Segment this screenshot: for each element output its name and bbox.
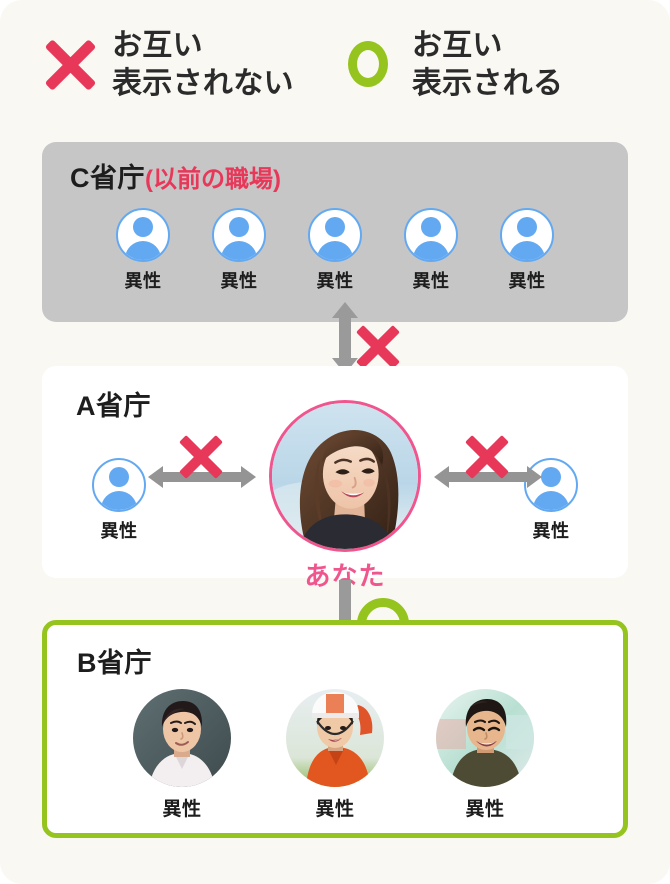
person-label: 異性 — [124, 271, 162, 291]
portrait-photo-b3 — [436, 689, 534, 787]
x-mark-icon-a-left — [178, 434, 224, 480]
person-b-2: 異性 — [280, 689, 390, 821]
user-avatar-icon — [500, 208, 554, 262]
user-avatar-icon — [524, 458, 578, 512]
connector-arrow-c-to-a — [332, 302, 358, 374]
person-photo — [133, 689, 231, 787]
person-photo — [286, 689, 384, 787]
x-mark-icon-a-right — [464, 434, 510, 480]
x-mark-icon — [42, 37, 98, 93]
person-c-3: 異性 — [296, 208, 374, 293]
person-c-1: 異性 — [104, 208, 182, 293]
section-subtitle-text-c: (以前の職場) — [145, 166, 281, 193]
you-avatar-photo — [269, 400, 421, 552]
person-c-4: 異性 — [392, 208, 470, 293]
user-avatar-icon — [116, 208, 170, 262]
arrow-head-right-icon — [527, 466, 542, 488]
user-avatar-icon — [308, 208, 362, 262]
person-label: 異性 — [508, 271, 546, 291]
legend: お互い 表示されない お互い 表示される — [0, 0, 670, 130]
avatar-body-shape — [413, 241, 449, 260]
section-title-ministry-a: A省庁 — [76, 391, 151, 421]
legend-item-shown: お互い 表示される — [346, 27, 564, 104]
you-profile: あなた — [263, 400, 427, 593]
section-card-ministry-c: C省庁(以前の職場) 異性 異性 異性 — [42, 142, 628, 322]
arrow-head-up-icon — [332, 302, 358, 318]
arrow-head-left-icon — [148, 466, 163, 488]
arrow-head-right-icon — [241, 466, 256, 488]
person-label: 異性 — [465, 799, 505, 820]
person-b-1: 異性 — [127, 689, 237, 821]
person-c-5: 異性 — [488, 208, 566, 293]
arrow-head-left-icon — [434, 466, 449, 488]
person-label: 異性 — [412, 271, 450, 291]
x-mark-icon-c-to-a — [355, 324, 401, 370]
person-photo — [436, 689, 534, 787]
person-label: 異性 — [315, 799, 355, 820]
person-label: 異性 — [532, 521, 570, 541]
avatar-body-shape — [317, 241, 353, 260]
person-b-3: 異性 — [430, 689, 540, 821]
o-mark-icon — [346, 37, 398, 93]
avatar-body-shape — [509, 241, 545, 260]
legend-item-not-shown: お互い 表示されない — [42, 27, 294, 104]
person-label: 異性 — [162, 799, 202, 820]
avatar-body-shape — [101, 491, 137, 510]
person-a-left: 異性 — [80, 458, 158, 543]
portrait-photo-b1 — [133, 689, 231, 787]
section-title-text-c: C省庁 — [70, 163, 145, 193]
legend-label-not-shown: お互い 表示されない — [112, 28, 294, 100]
person-label: 異性 — [220, 271, 258, 291]
person-label: 異性 — [316, 271, 354, 291]
avatar-head-shape — [109, 467, 129, 487]
portrait-photo-you — [272, 403, 418, 549]
avatar-head-shape — [517, 217, 537, 237]
section-card-ministry-b: B省庁 — [42, 620, 628, 838]
avatar-body-shape — [125, 241, 161, 260]
person-c-2: 異性 — [200, 208, 278, 293]
avatar-body-shape — [533, 491, 569, 510]
person-label: 異性 — [100, 521, 138, 541]
arrow-shaft — [339, 315, 351, 361]
user-avatar-icon — [404, 208, 458, 262]
avatar-body-shape — [221, 241, 257, 260]
section-title-ministry-b: B省庁 — [77, 648, 152, 678]
avatar-head-shape — [133, 217, 153, 237]
portrait-photo-b2 — [286, 689, 384, 787]
person-a-right: 異性 — [512, 458, 590, 543]
section-title-ministry-c: C省庁(以前の職場) — [70, 156, 281, 195]
user-avatar-icon — [212, 208, 266, 262]
avatar-head-shape — [229, 217, 249, 237]
avatar-head-shape — [421, 217, 441, 237]
avatar-head-shape — [325, 217, 345, 237]
avatar-head-shape — [541, 467, 561, 487]
user-avatar-icon — [92, 458, 146, 512]
legend-label-shown: お互い 表示される — [411, 28, 564, 100]
